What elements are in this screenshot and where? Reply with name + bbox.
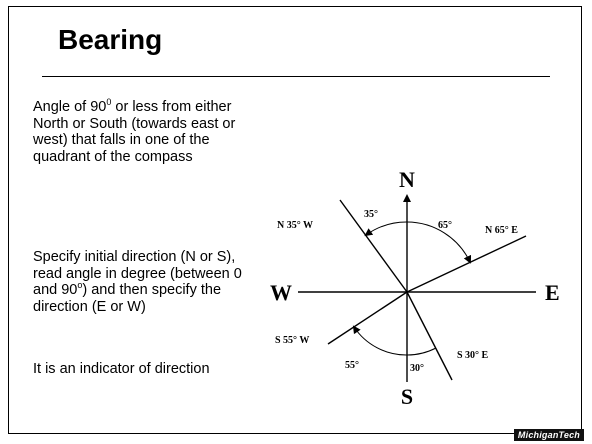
instruction-superscript: o bbox=[77, 280, 83, 291]
instruction-text-start: Specify initial direction (N or S), read… bbox=[33, 249, 242, 298]
bearing-label-s30e: S 30° E bbox=[457, 350, 489, 361]
title-divider bbox=[42, 76, 550, 77]
arc-65-degree bbox=[406, 221, 472, 264]
bearing-line-s55w bbox=[327, 291, 408, 345]
arc-30-degree bbox=[406, 347, 437, 356]
angle-label-65: 65° bbox=[438, 220, 452, 231]
definition-superscript: 0 bbox=[106, 97, 112, 108]
north-label: N bbox=[399, 167, 415, 192]
bearing-label-s55w: S 55° W bbox=[275, 335, 309, 346]
definition-paragraph: Angle of 900 or less from either North o… bbox=[33, 97, 263, 165]
angle-label-35: 35° bbox=[364, 209, 378, 220]
bearing-line-n35w bbox=[339, 199, 408, 293]
bearing-label-n35w: N 35° W bbox=[277, 220, 313, 231]
definition-text-start: Angle of 90 bbox=[33, 99, 107, 115]
slide-frame bbox=[8, 6, 582, 434]
bearing-line-n65e bbox=[406, 235, 527, 293]
michigan-tech-logo: MichiganTech bbox=[513, 429, 584, 441]
angle-label-55: 55° bbox=[345, 360, 359, 371]
arc-35-degree bbox=[364, 221, 408, 237]
instruction-paragraph: Specify initial direction (N or S), read… bbox=[33, 249, 263, 315]
indicator-paragraph: It is an indicator of direction bbox=[33, 361, 210, 377]
bearing-line-s30e bbox=[406, 291, 453, 381]
angle-label-30: 30° bbox=[410, 363, 424, 374]
slide-title: Bearing bbox=[58, 24, 163, 55]
definition-text-end: or less from either North or South (towa… bbox=[33, 99, 236, 165]
south-label: S bbox=[401, 384, 413, 409]
bearing-label-n65e: N 65° E bbox=[485, 225, 518, 236]
instruction-text-end: ) and then specify the direction (E or W… bbox=[33, 282, 222, 315]
east-label: E bbox=[545, 280, 560, 305]
compass-diagram: N S W E N 35° W N 65° E S 55° W S 30° E … bbox=[270, 167, 560, 409]
arc-55-degree bbox=[352, 325, 408, 356]
west-label: W bbox=[270, 280, 292, 305]
